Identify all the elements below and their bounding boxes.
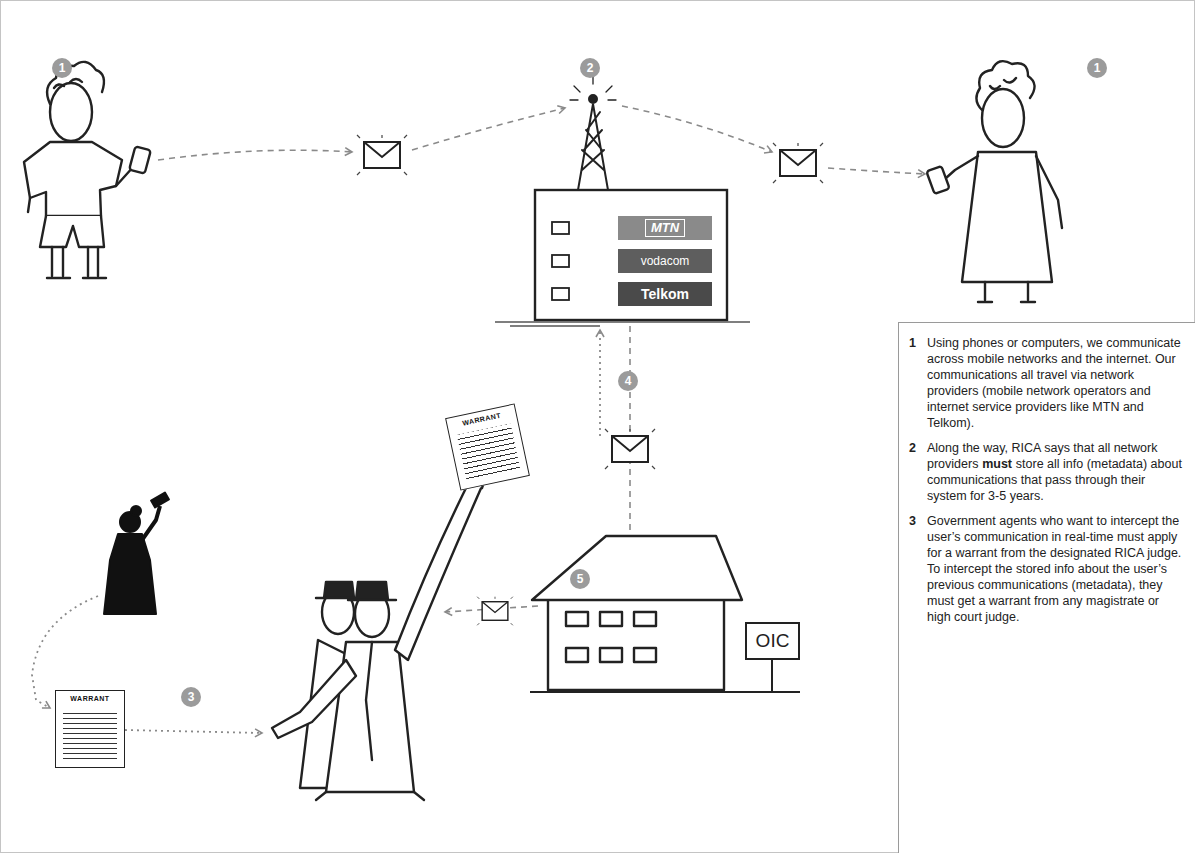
list-item: 2Along the way, RICA says that all netwo… [909,440,1185,504]
operator-label: vodacom [618,249,712,273]
item-number: 3 [909,513,927,625]
item-body: Government agents who want to intercept … [927,513,1185,625]
item-body: Along the way, RICA says that all networ… [927,440,1185,504]
node-text: WARRANT [56,691,124,702]
callout-number: 2 [580,58,600,78]
item-text: must [982,457,1012,471]
operator-label: Telkom [618,282,712,306]
item-text: Using phones or computers, we communicat… [927,336,1181,430]
callout-number: 4 [618,371,638,391]
item-number: 1 [909,335,927,431]
operator-label: MTN [618,216,712,240]
list-item: 3Government agents who want to intercept… [909,513,1185,625]
document-lines [457,424,521,482]
node-text: OIC [756,630,790,652]
oic-sign: OIC [745,622,800,660]
item-text: Government agents who want to intercept … [927,514,1181,624]
node-text: Telkom [641,286,689,302]
list-item: 1Using phones or computers, we communica… [909,335,1185,431]
item-body: Using phones or computers, we communicat… [927,335,1185,431]
callout-number: 1 [1087,58,1107,78]
callout-number: 5 [570,569,590,589]
callout-number: 1 [52,58,72,78]
warrant-document: WARRANT [445,403,530,490]
explanation-panel: 1Using phones or computers, we communica… [898,322,1195,853]
document-lines [63,709,117,761]
node-text: vodacom [641,254,690,268]
item-number: 2 [909,440,927,504]
callout-number: 3 [181,687,201,707]
warrant-document: WARRANT [55,690,125,768]
node-text: MTN [645,219,685,237]
